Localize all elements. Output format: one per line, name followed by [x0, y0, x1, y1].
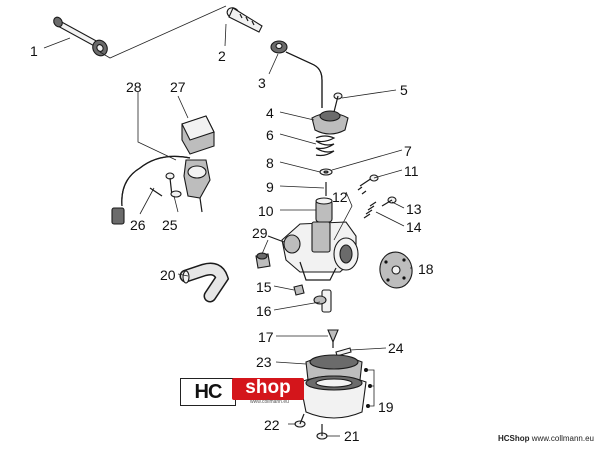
callout-27: 27 [170, 79, 186, 95]
part-11-14-screws [357, 174, 397, 219]
callout-23: 23 [256, 354, 272, 370]
part-1-bolt [53, 16, 108, 57]
callout-10: 10 [258, 203, 274, 219]
callout-labels: 1 2 3 4 5 6 7 8 9 10 11 12 13 14 15 16 1… [30, 43, 434, 444]
credit-line: HCShop www.collmann.eu [498, 434, 594, 443]
part-20-hose [179, 262, 230, 303]
callout-26: 26 [130, 217, 146, 233]
logo-url-text: www.collmann.eu [250, 399, 289, 405]
callout-20: 20 [160, 267, 176, 283]
callout-3: 3 [258, 75, 266, 91]
part-28-electric-choke [111, 155, 211, 225]
callout-1: 1 [30, 43, 38, 59]
part-5-screw [333, 92, 343, 113]
callout-11: 11 [404, 163, 419, 179]
callout-24: 24 [388, 340, 404, 356]
part-27-choke [181, 115, 215, 155]
callout-6: 6 [266, 127, 274, 143]
leader-lines [43, 5, 412, 437]
callout-29: 29 [252, 225, 268, 241]
callout-2: 2 [218, 48, 226, 64]
credit-brand: HCShop [497, 434, 530, 443]
callout-13: 13 [406, 201, 422, 217]
part-6-spring [315, 135, 336, 157]
part-29-elbow [255, 252, 271, 269]
callout-5: 5 [400, 82, 408, 98]
part-15-17-jets [293, 284, 339, 348]
carburettor-body [267, 221, 359, 281]
callout-9: 9 [266, 179, 274, 195]
part-18-gasket [379, 251, 413, 289]
hc-shop-logo: HC shop www.collmann.eu [180, 378, 305, 406]
callout-28: 28 [126, 79, 142, 95]
part-19-23-float-bowl [299, 354, 372, 419]
part-4-carb-cap [311, 110, 349, 135]
logo-hc-text: HC [180, 378, 236, 406]
callout-18: 18 [418, 261, 434, 277]
part-3-fuel-tube [270, 40, 323, 108]
callout-7: 7 [404, 143, 412, 159]
callout-17: 17 [258, 329, 274, 345]
callout-16: 16 [256, 303, 272, 319]
callout-8: 8 [266, 155, 274, 171]
part-2-bolt [226, 7, 263, 33]
callout-25: 25 [162, 217, 178, 233]
part-25-26-fittings [149, 172, 182, 198]
part-10-slide [315, 197, 333, 223]
logo-shop-text: shop [232, 378, 304, 400]
callout-12: 12 [332, 189, 348, 205]
part-7-8-clip [319, 168, 333, 176]
callout-22: 22 [264, 417, 280, 433]
callout-15: 15 [256, 279, 272, 295]
callout-4: 4 [266, 105, 274, 121]
callout-19: 19 [378, 399, 394, 415]
credit-site: www.collmann.eu [531, 434, 594, 443]
callout-21: 21 [344, 428, 360, 444]
callout-14: 14 [406, 219, 422, 235]
part-21-22-screws [294, 413, 328, 440]
